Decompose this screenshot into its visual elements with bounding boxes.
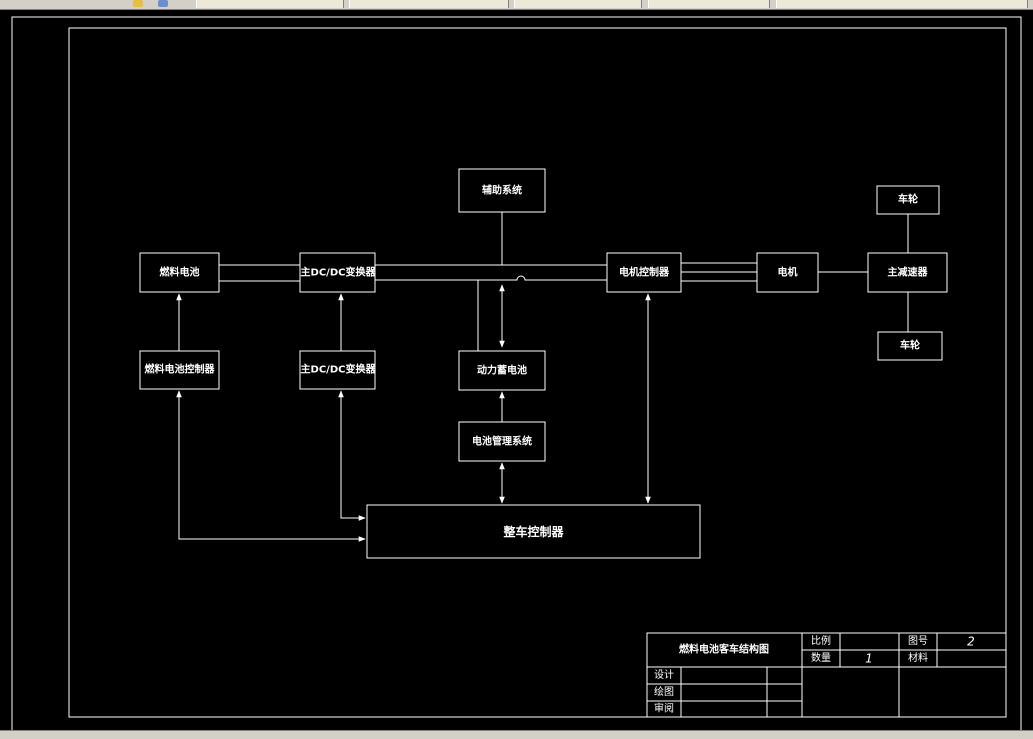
label-main-dcdc-top: 主DC/DC变换器 [301,266,377,279]
title-drawing-no-label: 图号 [908,635,928,647]
globe-icon[interactable] [158,0,168,7]
folder-icon[interactable] [133,0,143,7]
label-wheel-top: 车轮 [898,193,918,206]
title-drawing-label: 绘图 [654,685,674,698]
toolbar-tab-3[interactable] [514,0,642,8]
label-bms: 电池管理系统 [472,435,532,448]
label-main-dcdc-bottom: 主DC/DC变换器 [301,363,377,376]
bottom-status-bar [0,730,1033,739]
title-block [646,632,1007,718]
block-main-dcdc-bottom [299,350,376,390]
bus-line-bottom [375,275,607,281]
toolbar-tab-5[interactable] [776,0,1028,8]
block-vehicle-controller [366,504,701,559]
block-fuel-cell [139,252,220,293]
label-fc-controller: 燃料电池控制器 [145,363,216,376]
title-material-label: 材料 [908,651,928,664]
title-review-label: 审阅 [654,702,674,715]
label-aux-system: 辅助系统 [482,184,522,197]
label-vehicle-controller: 整车控制器 [502,524,564,539]
block-main-dcdc-top [299,252,376,293]
block-power-battery [458,350,546,391]
label-power-battery: 动力蓄电池 [477,364,527,377]
arrow-fcctrl-vcu [176,390,366,542]
inner-frame [68,27,1007,718]
toolbar-tab-1[interactable] [196,0,344,8]
title-drawing-no-value: 2 [967,635,975,649]
title-drawing-name: 燃料电池客车结构图 [679,643,769,656]
top-toolbar [0,0,1033,10]
arrow-dcdc-vcu [338,390,366,521]
title-quantity-value: 1 [865,652,873,666]
title-design-label: 设计 [654,668,674,681]
toolbar-tab-2[interactable] [349,0,509,8]
label-fuel-cell: 燃料电池 [160,266,200,279]
toolbar-tab-4[interactable] [648,0,770,8]
label-final-drive: 主减速器 [888,266,929,279]
label-motor: 电机 [778,266,798,279]
label-motor-controller: 电机控制器 [619,266,670,279]
title-quantity-label: 数量 [811,651,831,664]
block-wheel-bottom [877,331,943,361]
label-wheel-bottom: 车轮 [900,339,920,352]
title-scale-label: 比例 [811,634,831,647]
